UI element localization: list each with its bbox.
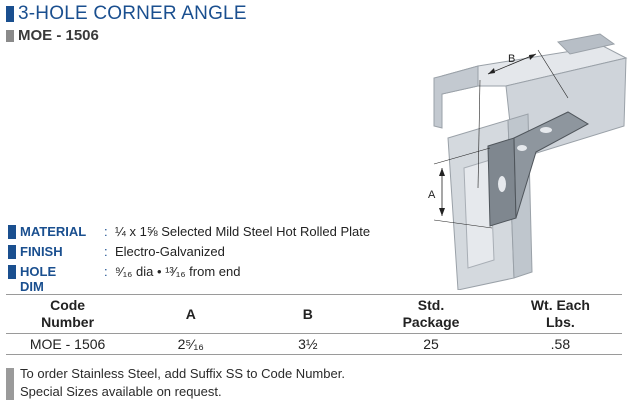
channel-vertical-slot bbox=[463, 159, 495, 269]
code-table: Code Number A B Std. Package Wt. Each Lb… bbox=[6, 294, 622, 355]
spec-value: ⁹⁄₁₆ dia • ¹³⁄₁₆ from end bbox=[115, 264, 241, 279]
spec-colon: : bbox=[104, 224, 108, 239]
subtitle-accent-bar bbox=[6, 30, 14, 42]
note-accent-bar bbox=[6, 368, 14, 400]
column-header-package: Std. Package bbox=[363, 294, 499, 334]
table-cell: MOE - 1506 bbox=[6, 333, 130, 355]
part-number: MOE - 1506 bbox=[18, 27, 99, 44]
column-header-weight: Wt. Each Lbs. bbox=[498, 294, 622, 334]
column-header-b: B bbox=[252, 294, 364, 334]
note-stainless: To order Stainless Steel, add Suffix SS … bbox=[20, 366, 345, 381]
channel-end bbox=[433, 65, 479, 129]
dimension-a-label: A bbox=[428, 189, 436, 201]
bracket-hole bbox=[517, 145, 527, 151]
title-accent-bar bbox=[6, 6, 14, 22]
product-illustration: B A bbox=[428, 33, 628, 290]
spec-colon: : bbox=[104, 264, 108, 279]
page-title: 3-HOLE CORNER ANGLE bbox=[18, 3, 247, 24]
bracket-horizontal-leg bbox=[513, 111, 590, 219]
spec-value: ¼ x 1⅝ Selected Mild Steel Hot Rolled Pl… bbox=[115, 224, 371, 239]
table-cell: 2⁵⁄₁₆ bbox=[129, 333, 253, 355]
dimension-line-b bbox=[487, 53, 537, 75]
note-special-sizes: Special Sizes available on request. bbox=[20, 384, 222, 399]
spec-value: Electro-Galvanized bbox=[115, 244, 225, 259]
channel-slot-top bbox=[556, 33, 616, 55]
table-cell: 25 bbox=[363, 333, 499, 355]
spec-label: HOLE DIM bbox=[20, 264, 57, 294]
spec-colon: : bbox=[104, 244, 108, 259]
bracket-hole bbox=[498, 176, 506, 192]
dimension-b-label: B bbox=[508, 53, 515, 65]
column-header-code: Code Number bbox=[6, 294, 130, 334]
table-cell: .58 bbox=[498, 333, 622, 355]
spec-accent-bar bbox=[8, 265, 16, 279]
column-header-a: A bbox=[129, 294, 253, 334]
bracket-hole bbox=[540, 127, 552, 133]
spec-label: FINISH bbox=[20, 244, 63, 259]
spec-accent-bar bbox=[8, 225, 16, 239]
table-row: MOE - 1506 2⁵⁄₁₆ 3½ 25 .58 bbox=[6, 333, 622, 355]
table-cell: 3½ bbox=[252, 333, 364, 355]
table-header-row: Code Number A B Std. Package Wt. Each Lb… bbox=[6, 294, 622, 334]
spec-accent-bar bbox=[8, 245, 16, 259]
spec-label: MATERIAL bbox=[20, 224, 87, 239]
